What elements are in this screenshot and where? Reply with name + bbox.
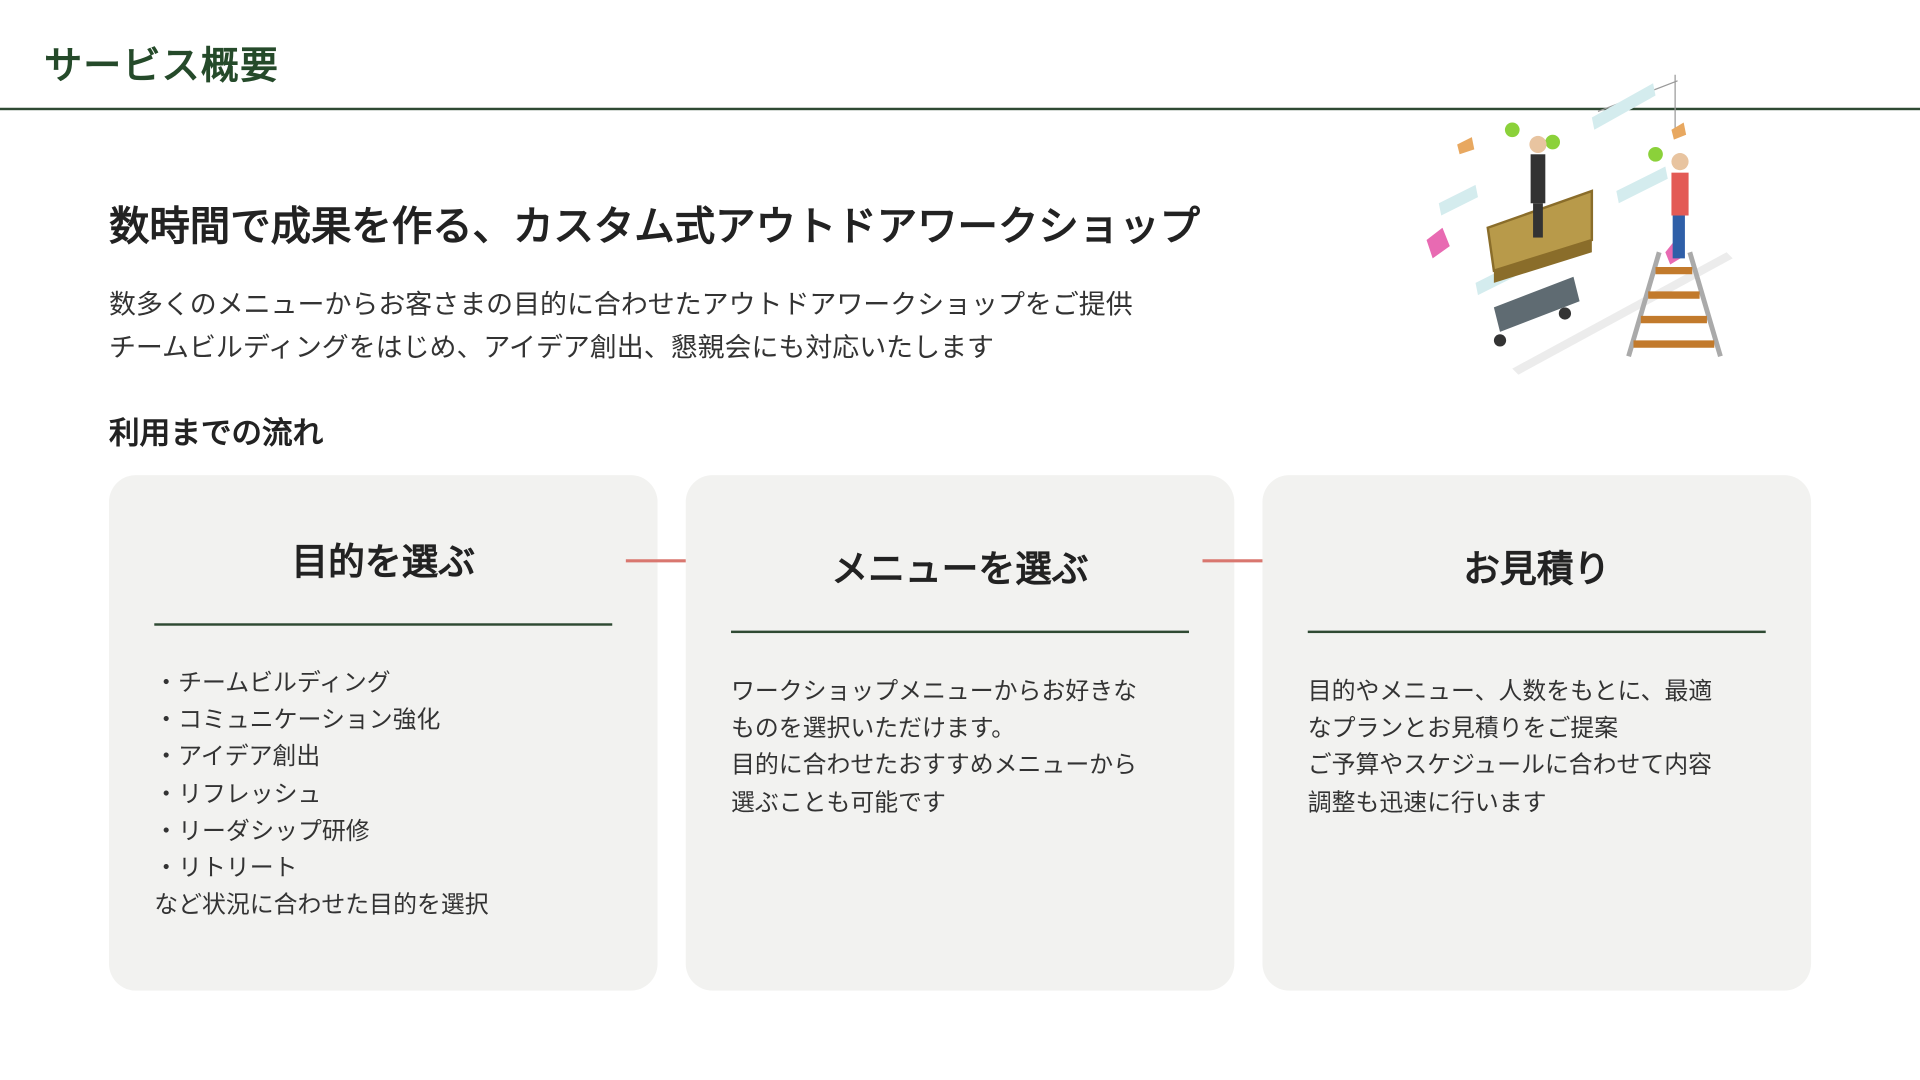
step-card-estimate: お見積り 目的やメニュー、人数をもとに、最適 なプランとお見積りをご提案 ご予算… <box>1262 475 1812 991</box>
step-body: ワークショップメニューからお好きな ものを選択いただけます。 目的に合わせたおす… <box>731 673 1198 821</box>
step-divider <box>154 623 613 626</box>
body-line: ワークショップメニューからお好きな <box>731 677 1137 706</box>
page-title: サービス概要 <box>44 44 280 89</box>
header-divider <box>0 107 1920 111</box>
list-item: ・チームビルディング <box>154 668 391 697</box>
body-line: なプランとお見積りをご提案 <box>1307 714 1619 743</box>
step-divider <box>1307 630 1766 634</box>
list-item: ・コミュニケーション強化 <box>154 705 441 734</box>
list-item: ・リトリート <box>154 853 298 882</box>
body-line: ご予算やスケジュールに合わせて内容 <box>1307 751 1713 780</box>
body-line: 調整も迅速に行います <box>1307 788 1547 817</box>
workers-hanging-lights-illustration <box>1426 74 1733 375</box>
body-line: 目的やメニュー、人数をもとに、最適 <box>1307 677 1713 706</box>
step-title: お見積り <box>1463 548 1611 592</box>
step-title: 目的を選ぶ <box>291 541 476 585</box>
flow-title: 利用までの流れ <box>108 415 324 451</box>
step-body: 目的やメニュー、人数をもとに、最適 なプランとお見積りをご提案 ご予算やスケジュ… <box>1308 673 1775 821</box>
lead-text: 数多くのメニューからお客さまの目的に合わせたアウトドアワークショップをご提供 チ… <box>109 284 1133 370</box>
list-item: ・アイデア創出 <box>154 742 321 771</box>
step-body: ・チームビルディング ・コミュニケーション強化 ・アイデア創出 ・リフレッシュ … <box>154 665 621 924</box>
list-item: ・リーダシップ研修 <box>154 816 370 845</box>
lead-line: チームビルディングをはじめ、アイデア創出、懇親会にも対応いたします <box>108 333 994 364</box>
step-divider <box>731 630 1189 634</box>
lead-line: 数多くのメニューからお客さまの目的に合わせたアウトドアワークショップをご提供 <box>108 290 1133 321</box>
body-line: 目的に合わせたおすすめメニューから <box>731 751 1137 780</box>
step-title: メニューを選ぶ <box>831 548 1089 592</box>
list-note: など状況に合わせた目的を選択 <box>154 890 489 919</box>
body-line: 選ぶことも可能です <box>731 788 946 817</box>
step-card-purpose: 目的を選ぶ ・チームビルディング ・コミュニケーション強化 ・アイデア創出 ・リ… <box>108 475 658 991</box>
list-item: ・リフレッシュ <box>154 779 322 808</box>
headline: 数時間で成果を作る、カスタム式アウトドアワークショップ <box>108 202 1201 250</box>
body-line: ものを選択いただけます。 <box>731 714 1016 743</box>
step-card-menu: メニューを選ぶ ワークショップメニューからお好きな ものを選択いただけます。 目… <box>685 475 1235 991</box>
